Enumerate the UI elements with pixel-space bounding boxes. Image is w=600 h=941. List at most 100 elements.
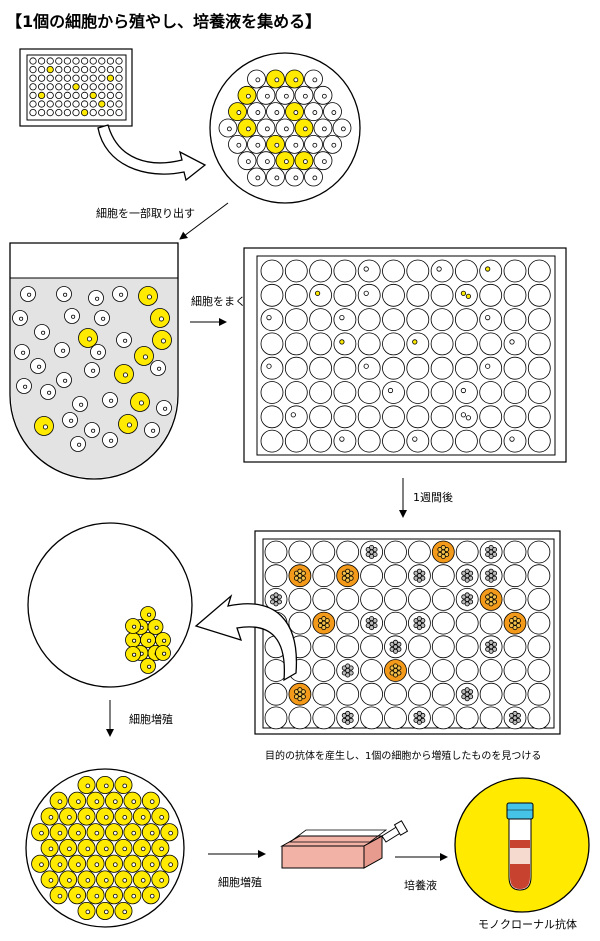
well: [29, 66, 37, 74]
well: [503, 283, 527, 307]
well: [527, 659, 551, 682]
well: [37, 83, 46, 91]
cell: [321, 616, 327, 622]
well: [406, 405, 430, 429]
well: [89, 91, 97, 100]
well: [37, 66, 46, 74]
cell-nucleus: [255, 110, 261, 115]
well: [479, 659, 503, 682]
well: [284, 332, 308, 356]
well: [72, 74, 80, 82]
well: [360, 659, 384, 682]
well: [284, 308, 308, 332]
well: [503, 381, 527, 404]
well: [384, 611, 407, 635]
cell-nucleus: [149, 862, 155, 867]
well: [503, 259, 527, 283]
well: [455, 659, 479, 682]
cell-nucleus: [122, 909, 128, 915]
well: [431, 588, 455, 611]
well: [288, 706, 312, 730]
cell-nucleus: [245, 93, 251, 99]
well: [106, 57, 115, 65]
cell-nucleus: [126, 422, 132, 428]
cell-nucleus: [236, 110, 242, 115]
cell: [339, 339, 345, 345]
well: [284, 283, 308, 307]
cell-nucleus: [63, 378, 68, 383]
cell-nucleus: [94, 830, 100, 836]
page-title: 【1個の細胞から殖やし、培養液を集める】: [6, 12, 322, 31]
cell: [485, 314, 491, 321]
well: [63, 74, 72, 82]
cell-nucleus: [76, 830, 81, 836]
cell-nucleus: [67, 815, 72, 820]
well: [29, 74, 37, 82]
cell-nucleus: [47, 390, 52, 395]
well: [260, 283, 284, 307]
well: [106, 91, 115, 100]
cell-nucleus: [321, 93, 327, 99]
cell: [440, 545, 446, 551]
cell: [369, 545, 375, 551]
well: [503, 308, 527, 332]
well: [406, 356, 430, 380]
cell: [363, 363, 369, 369]
well: [115, 91, 123, 100]
well: [503, 540, 527, 564]
cell: [509, 339, 515, 345]
well: [264, 682, 288, 706]
well: [503, 332, 527, 356]
cell-nucleus: [140, 878, 146, 883]
cell-nucleus: [140, 846, 146, 852]
cell: [488, 648, 494, 654]
well: [382, 381, 405, 404]
well: [407, 588, 431, 611]
well: [357, 283, 381, 307]
cell: [512, 625, 518, 631]
cell: [392, 672, 398, 678]
well: [115, 66, 123, 74]
well: [284, 356, 308, 380]
well: [527, 682, 551, 706]
well: [55, 57, 63, 65]
well: [309, 308, 333, 332]
cell-nucleus: [94, 893, 100, 899]
well: [333, 283, 357, 307]
well: [382, 259, 405, 283]
well: [333, 308, 357, 332]
beaker: [9, 242, 179, 480]
cell: [412, 436, 418, 442]
cell-nucleus: [109, 438, 114, 443]
cell-nucleus: [91, 368, 96, 373]
cell: [266, 363, 272, 369]
well: [309, 332, 333, 356]
cell-nucleus: [340, 126, 346, 132]
well: [98, 66, 106, 74]
cell-nucleus: [123, 338, 128, 343]
well: [357, 332, 381, 356]
cell-nucleus: [226, 126, 232, 132]
cell: [416, 625, 422, 631]
cell: [266, 314, 272, 321]
cell: [460, 387, 466, 394]
cell: [464, 601, 470, 607]
well: [63, 109, 72, 117]
well: [46, 100, 54, 108]
well: [46, 57, 54, 65]
cell: [369, 616, 375, 622]
cell: [297, 687, 303, 693]
cell-nucleus: [302, 126, 308, 132]
cell-nucleus: [97, 350, 102, 355]
well: [89, 74, 97, 82]
cell: [369, 554, 375, 560]
cell-nucleus: [63, 292, 68, 297]
well: [333, 381, 357, 404]
well: [72, 100, 80, 108]
well: [454, 356, 478, 380]
well: [106, 109, 115, 117]
well: [527, 706, 551, 730]
well: [115, 83, 123, 91]
cell-nucleus: [302, 159, 308, 164]
